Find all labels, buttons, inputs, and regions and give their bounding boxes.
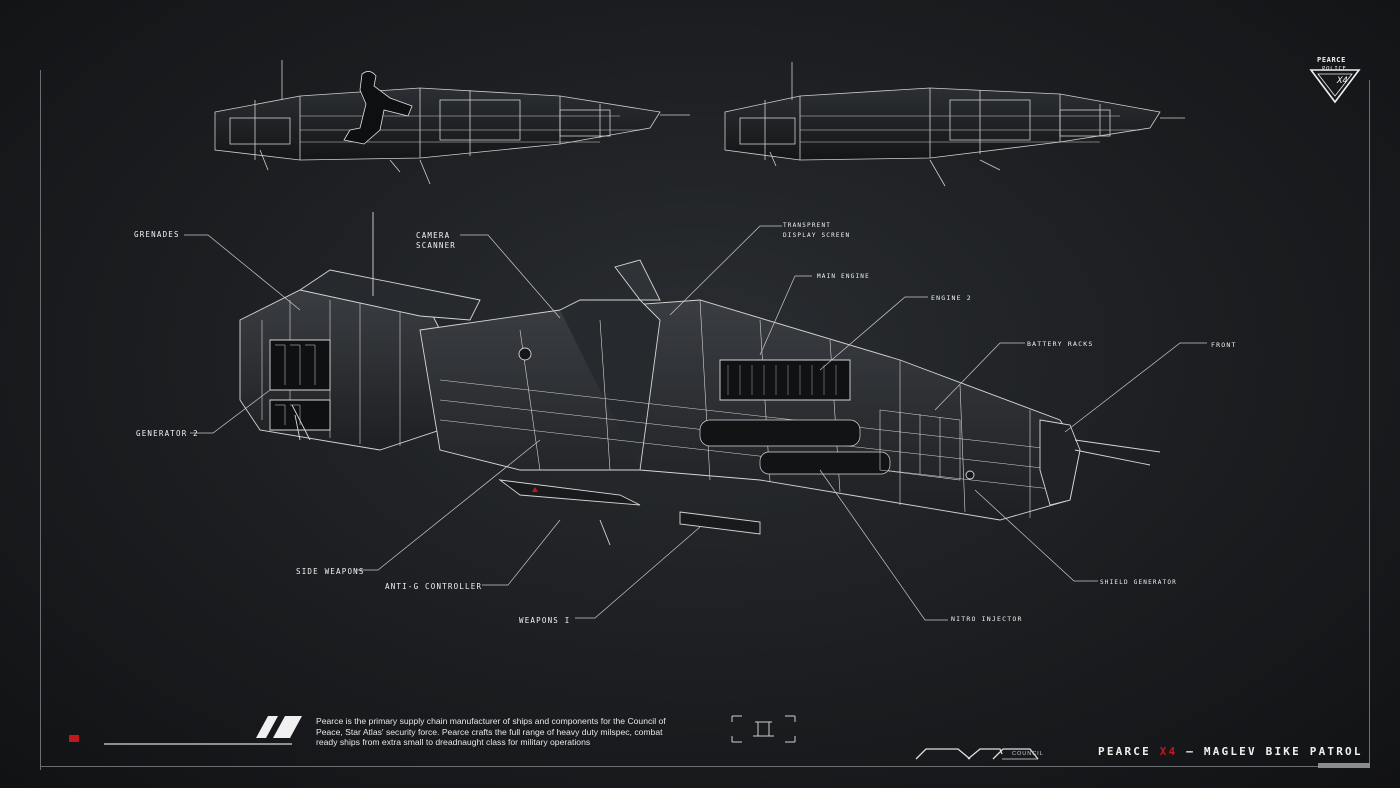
frame-left-line (40, 70, 41, 770)
badge-top-text: PEARCE (1317, 56, 1346, 64)
callout-leader-lines (184, 225, 1207, 621)
frame-bottom-line (40, 766, 1370, 767)
label-camera-scanner: Camera Scanner (416, 231, 457, 250)
council-label: COUNCIL (1012, 751, 1044, 757)
label-transparent-display: Transprent Display Screen (783, 222, 851, 239)
side-view-with-rider (214, 60, 690, 185)
label-engine-2: Engine 2 (931, 294, 972, 302)
title-model: X4 (1159, 745, 1178, 758)
page-title: PEARCE X4 – MAGLEV BIKE PATROL (1098, 745, 1363, 758)
label-anti-g-controller: Anti-G Controller (385, 582, 483, 591)
label-front: Front (1211, 341, 1237, 349)
pearce-police-badge-icon (1309, 69, 1361, 104)
label-battery-racks: Battery Racks (1027, 340, 1094, 348)
label-nitro-injector: Nitro Injector (951, 615, 1023, 623)
title-prefix: PEARCE (1098, 745, 1160, 758)
bracket-glyph-icon (731, 715, 796, 743)
label-main-engine: Main Engine (817, 273, 870, 280)
label-side-weapons: Side Weapons (296, 567, 365, 576)
badge-middle-text: POLICE (1322, 66, 1347, 72)
frame-right-line (1369, 80, 1370, 767)
badge-model-text: X4 (1337, 76, 1348, 86)
side-view-plain (724, 62, 1185, 187)
label-generator-2: Generator 2 (136, 429, 199, 438)
main-cutaway-view (239, 212, 1161, 546)
label-grenades: Grenades (134, 230, 180, 239)
manufacturer-description: Pearce is the primary supply chain manuf… (316, 716, 666, 747)
progress-strip (1318, 763, 1370, 768)
double-slash-icon (256, 716, 302, 738)
council-logo-icon (915, 748, 1039, 760)
label-shield-generator: Shield Generator (1100, 579, 1177, 586)
label-weapons-1: Weapons I (519, 616, 571, 625)
title-suffix: – MAGLEV BIKE PATROL (1177, 745, 1363, 758)
red-marker-icon (69, 735, 79, 742)
